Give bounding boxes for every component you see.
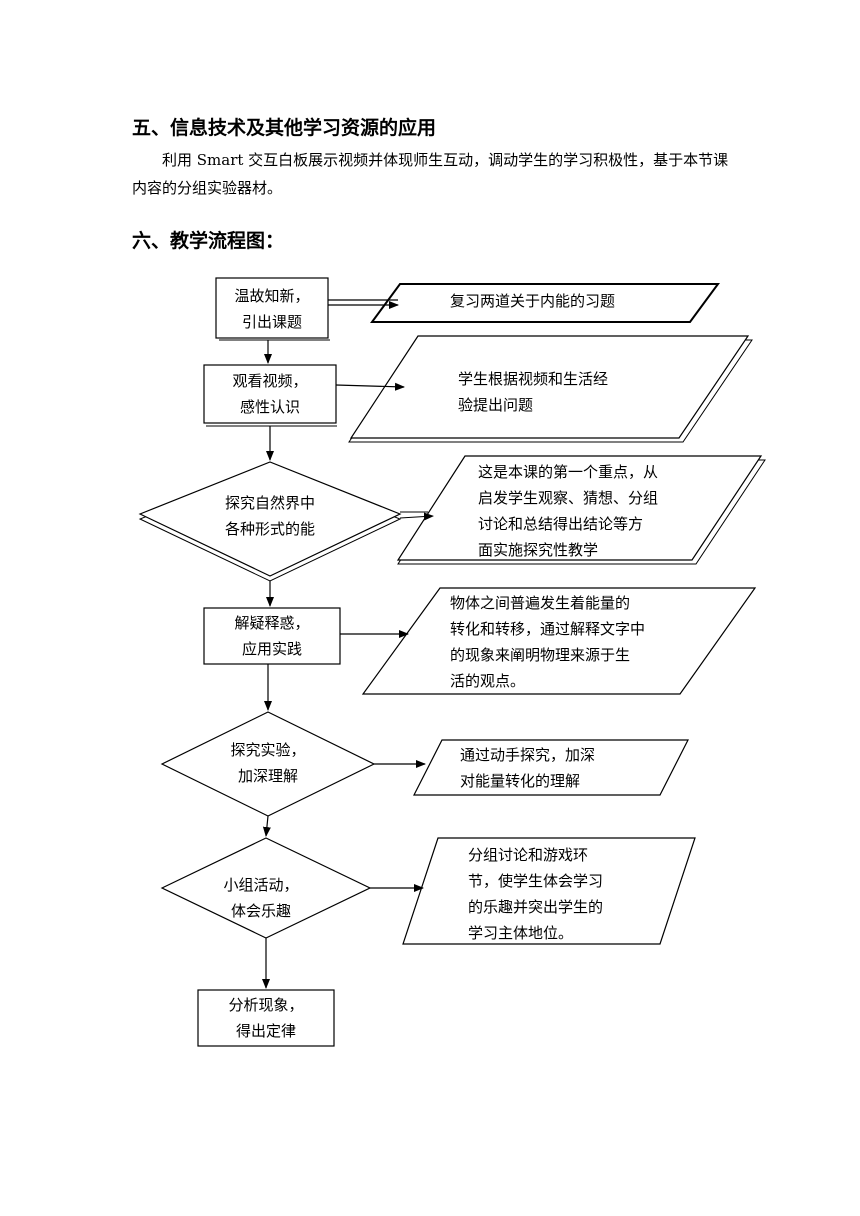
flow-step-3-label: 探究自然界中各种形式的能 [224,494,315,538]
flow-step-4-label: 解疑释惑，应用实践 [234,614,310,658]
flow-note-5-text: 通过动手探究，加深对能量转化的理解 [460,746,596,790]
flow-step-3-diamond [138,461,402,577]
flow-step-4-box [203,607,341,665]
flow-note-4-text: 物体之间普遍发生着能量的转化和转移，通过解释文字中 的现象来阐明物理来源于生活的… [450,594,646,690]
flow-note-1-text: 复习两道关于内能的习题 [450,292,616,310]
flow-step-1-box [215,277,329,339]
resources-paragraph: 利用 Smart 交互白板展示视频并体现师生互动，调动学生的学习积极性，基于本节… [132,151,729,197]
flow-step-7-label: 分析现象，得出定律 [228,996,304,1040]
flow-note-6-text: 分组讨论和游戏环节，使学生体会学习 的乐趣并突出学生的学习主体地位。 [468,846,604,942]
flow-step-2-label: 观看视频，感性认识 [232,372,308,416]
flow-note-3-shape [396,455,763,561]
flow-note-2-text: 学生根据视频和生活经验提出问题 [458,370,609,414]
flow-note-4-shape [361,587,757,695]
flow-note-1-shape [370,283,720,323]
flow-note-5-shape [413,739,689,796]
flow-step-6-label: 小组活动，体会乐趣 [223,876,299,920]
section-heading-flowchart: 六、教学流程图： [132,230,285,252]
flow-note-3-text: 这是本课的第一个重点，从启发学生观察、猜想、分组 讨论和总结得出结论等方面实施探… [478,463,659,559]
flow-step-2-box [203,364,337,424]
flow-note-6-shape [402,837,696,945]
section-heading-resources: 五、信息技术及其他学习资源的应用 [132,117,437,139]
flow-step-1-label: 温故知新，引出课题 [234,287,310,331]
flow-step-7-box [197,989,335,1047]
flow-note-2-shape [349,335,750,439]
flow-step-5-label: 探究实验，加深理解 [230,741,306,785]
